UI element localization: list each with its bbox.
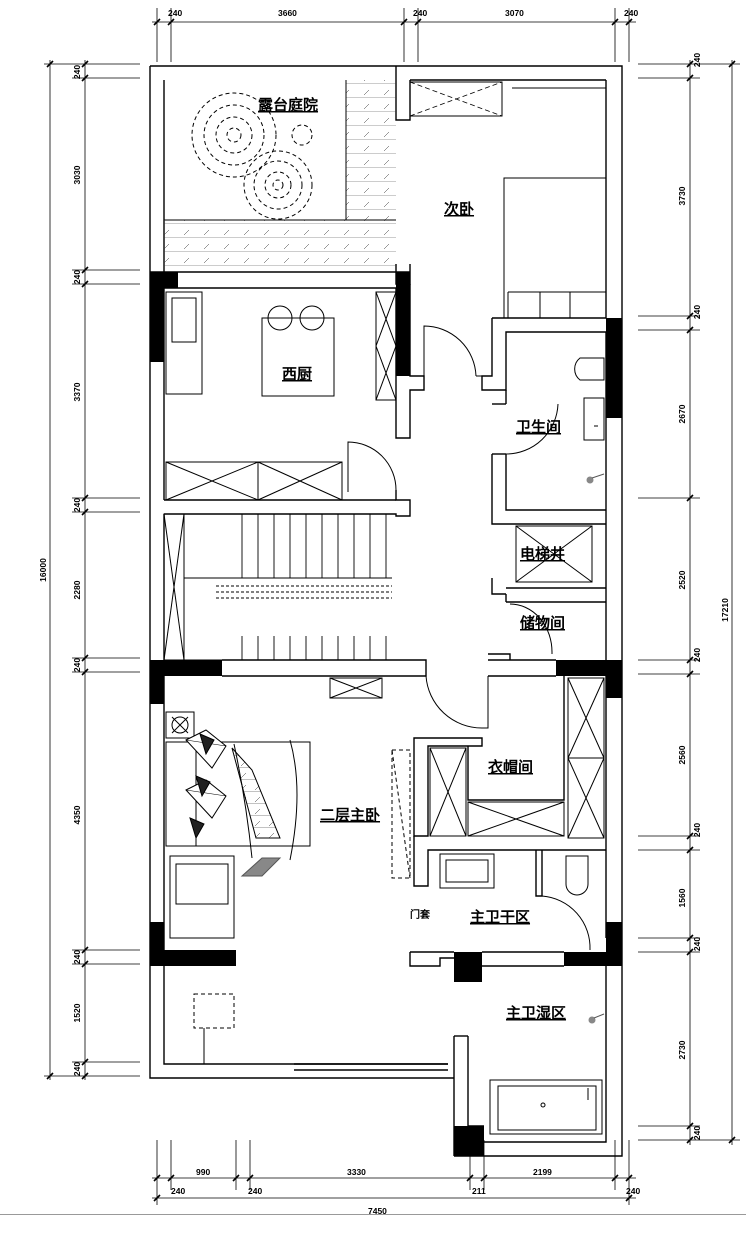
- label-closet: 衣帽间: [488, 758, 533, 776]
- bottom-dim-1: 240: [171, 1186, 185, 1196]
- kitchen-fixtures: [165, 291, 482, 501]
- footer-divider: [0, 1214, 746, 1215]
- left-dim-2: 3030: [72, 165, 82, 184]
- left-dimension-labels: 240 3030 240 3370 240 2280 240 4350 240 …: [38, 65, 82, 1076]
- top-dim-5: 240: [624, 8, 638, 18]
- left-dim-10: 1520: [72, 1003, 82, 1022]
- right-dimension-labels: 240 3730 240 2670 2520 240 2560 240 1560…: [677, 53, 730, 1140]
- label-bathroom: 卫生间: [516, 418, 561, 436]
- right-dim-6: 240: [692, 648, 702, 662]
- bottom-dim-2: 990: [196, 1167, 210, 1177]
- label-master: 二层主卧: [320, 806, 380, 824]
- bottom-dim-7: 240: [626, 1186, 640, 1196]
- top-dim-3: 240: [413, 8, 427, 18]
- label-elevator: 电梯井: [520, 545, 565, 563]
- right-dim-3: 240: [692, 305, 702, 319]
- right-dim-4: 2670: [677, 404, 687, 423]
- terrace: [164, 80, 606, 272]
- right-dim-12: 240: [692, 1126, 702, 1140]
- room-labels: 露台庭院 次卧 西厨 卫生间 电梯井 储物间 衣帽间 二层主卧 主卫干区 主卫湿…: [258, 96, 566, 1022]
- label-storage: 储物间: [520, 614, 565, 632]
- bottom-dim-4: 3330: [347, 1167, 366, 1177]
- left-dim-3: 240: [72, 270, 82, 284]
- bottom-dim-3: 240: [248, 1186, 262, 1196]
- staircase: [163, 513, 392, 661]
- right-dim-9: 1560: [677, 888, 687, 907]
- bedroom2-bed: [503, 177, 607, 319]
- left-dim-1: 240: [72, 65, 82, 79]
- right-dim-1: 240: [692, 53, 702, 67]
- top-dim-4: 3070: [505, 8, 524, 18]
- label-terrace: 露台庭院: [258, 96, 318, 114]
- dimension-ticks: [46, 18, 736, 1202]
- label-kitchen: 西厨: [282, 365, 312, 383]
- left-dim-7: 240: [72, 658, 82, 672]
- decorative-circles: [191, 92, 313, 220]
- label-bedroom2: 次卧: [444, 200, 474, 218]
- walls: [149, 65, 623, 1157]
- left-dim-11: 240: [72, 1062, 82, 1076]
- right-dim-5: 2520: [677, 570, 687, 589]
- closet-fixtures: [429, 677, 605, 839]
- left-dim-5: 240: [72, 498, 82, 512]
- bottom-dim-5: 211: [472, 1186, 486, 1196]
- left-dim-total: 16000: [38, 558, 48, 582]
- right-dim-11: 2730: [677, 1040, 687, 1059]
- right-dim-8: 240: [692, 823, 702, 837]
- left-dim-9: 240: [72, 950, 82, 964]
- elevator-shaft: [509, 525, 593, 654]
- label-door-cover: 门套: [410, 908, 431, 921]
- bottom-dim-6: 2199: [533, 1167, 552, 1177]
- right-dim-10: 240: [692, 937, 702, 951]
- top-dim-2: 3660: [278, 8, 297, 18]
- label-master-wet: 主卫湿区: [506, 1004, 566, 1022]
- structural-columns: [150, 272, 622, 1156]
- top-dimension-labels: 240 3660 240 3070 240: [168, 8, 638, 18]
- left-dim-8: 4350: [72, 805, 82, 824]
- top-dim-1: 240: [168, 8, 182, 18]
- bathroom-fixtures: [505, 357, 605, 484]
- bottom-dim-total: 7450: [368, 1206, 387, 1216]
- master-bedroom-furniture: [165, 675, 489, 1064]
- right-dim-2: 3730: [677, 186, 687, 205]
- left-dim-6: 2280: [72, 580, 82, 599]
- label-master-dry: 主卫干区: [470, 908, 530, 926]
- master-bath-fixtures: [439, 853, 605, 1135]
- bottom-dimension-labels: 240 990 240 3330 211 2199 240 7450: [171, 1167, 640, 1216]
- left-dim-4: 3370: [72, 382, 82, 401]
- right-dim-total: 17210: [720, 598, 730, 622]
- right-dim-7: 2560: [677, 745, 687, 764]
